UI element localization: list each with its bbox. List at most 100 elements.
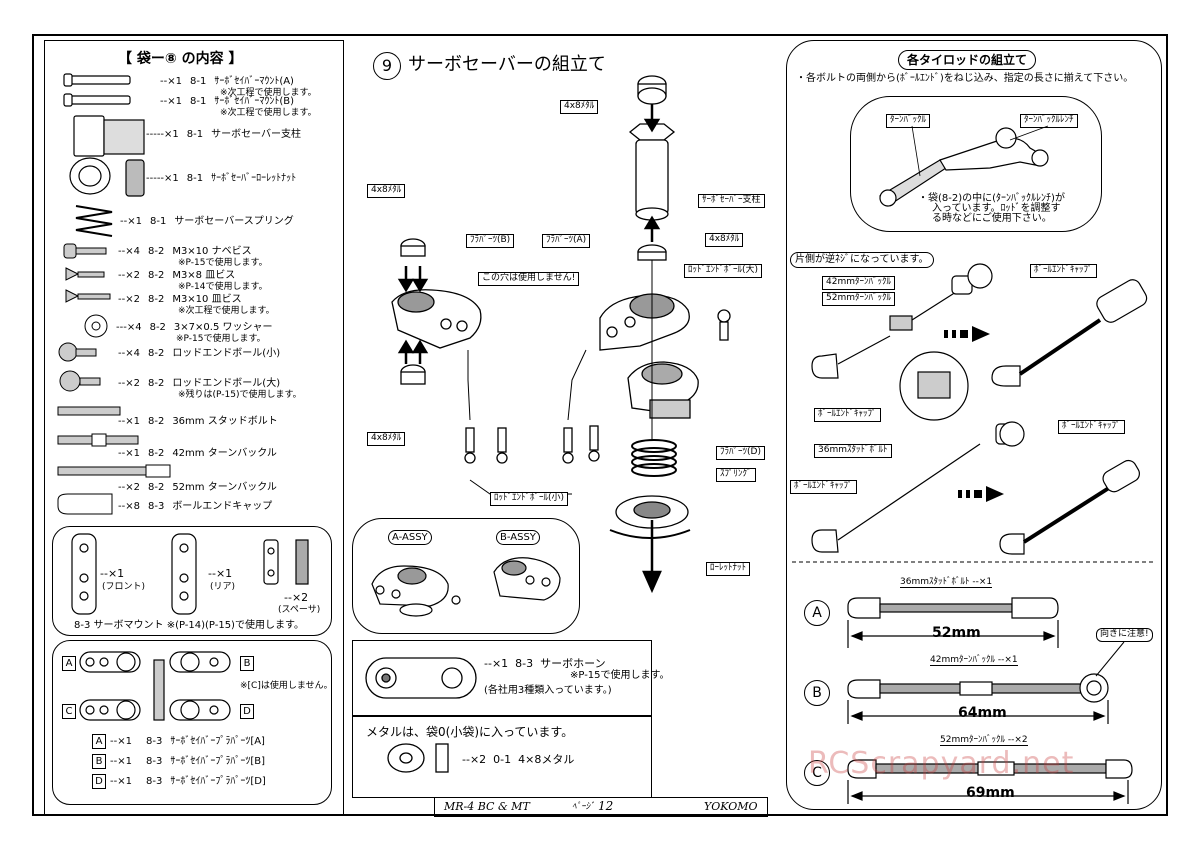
bag-contents-panel <box>44 40 344 815</box>
bag-item-ref: 8-1 <box>189 76 207 87</box>
caution-label: 向きに注意! <box>1096 628 1153 642</box>
rod-key-circle: B <box>804 680 830 706</box>
servo-mount-box <box>52 526 332 636</box>
tree-row-key: A <box>92 734 106 749</box>
metal-line: --×2 0-1 4×8メタル <box>462 753 575 766</box>
bag-item-qty: --×1 <box>120 216 142 227</box>
bag-item-ref: 8-3 <box>147 501 165 512</box>
tree-label-b: B <box>240 656 254 671</box>
tree-label-c: C <box>62 704 76 719</box>
tree-row-name: ｻｰﾎﾞｾｲﾊﾞｰﾌﾟﾗﾊﾟｰﾂ[B] <box>170 756 265 767</box>
footer-page-label: ﾍﾟｰｼﾞ <box>572 802 595 812</box>
bag-item-ref: 8-2 <box>147 294 165 305</box>
bag-item-ref: 8-2 <box>149 322 166 333</box>
bag-item-note: ※P-15で使用します。 <box>176 333 266 344</box>
bag-item-name: M3×10 皿ビス <box>172 294 242 305</box>
wrench-note-line2: 入っています。ﾛｯﾄﾞを調整す <box>932 203 1061 214</box>
wrench-label-turnbuckle: ﾀｰﾝﾊﾞｯｸﾙ <box>886 114 931 128</box>
bag-item-name: M3×8 皿ビス <box>172 270 236 281</box>
servo-mount-front-label: (フロント) <box>102 582 146 592</box>
bag-item-ref: 8-2 <box>147 348 165 359</box>
bag-item-qty: --×2 <box>118 482 140 493</box>
servo-mount-spacer-label: (スペーサ) <box>278 605 321 615</box>
tierod-title: 各タイロッドの組立て <box>898 50 1037 70</box>
wrench-note-line1: ・袋(8-2)の中に(ﾀｰﾝﾊﾞｯｸﾙﾚﾝﾁ)が <box>918 193 1065 204</box>
tree-row-key: B <box>92 754 106 769</box>
rod-length: 69mm <box>966 785 1015 801</box>
wrench-note-line3: る時などにご使用下さい。 <box>932 213 1052 224</box>
servo-horn-box <box>352 640 652 716</box>
bag-item-qty: --×8 <box>118 501 140 512</box>
watermark: RCScrapyard.net <box>808 746 1075 781</box>
bag-item-ref: 8-2 <box>147 416 165 427</box>
assy-a-label: A-ASSY <box>388 530 432 545</box>
label-metal-left-top: 4x8ﾒﾀﾙ <box>367 184 406 198</box>
tree-row-ref: 8-3 <box>145 756 163 767</box>
tree-row-key: D <box>92 774 106 789</box>
rod-part-label: 42mmﾀｰﾝﾊﾞｯｸﾙ --×1 <box>930 655 1018 666</box>
bag-item-qty: ---×4 <box>116 322 142 333</box>
bag-item: ---×4 8-2 3×7×0.5 ワッシャー※P-15で使用します。 <box>116 322 273 344</box>
bag-item-name: ｻｰﾎﾞｾｰﾊﾞｰﾛｰﾚｯﾄﾅｯﾄ <box>211 173 297 184</box>
bag-item-name: 52mm ターンバックル <box>172 482 277 493</box>
bag-item-qty: -----×1 <box>146 129 179 140</box>
bag-item-note: ※次工程で使用します。 <box>220 87 317 98</box>
metal-heading: メタルは、袋0(小袋)に入っています。 <box>366 725 574 739</box>
bag-item-ref: 8-1 <box>149 216 167 227</box>
tree-row: B --×1 8-3 ｻｰﾎﾞｾｲﾊﾞｰﾌﾟﾗﾊﾟｰﾂ[B] <box>92 754 265 769</box>
bag-item-name: ｻｰﾎﾞｾｲﾊﾞｰﾏｳﾝﾄ(B) <box>214 96 294 107</box>
rod-key-circle: A <box>804 600 830 626</box>
label-metal-left-bottom: 4x8ﾒﾀﾙ <box>367 432 406 446</box>
label-flapart-d: ﾌﾗﾊﾟｰﾂ(D) <box>716 446 765 460</box>
label-knurl-nut: ﾛｰﾚｯﾄﾅｯﾄ <box>706 562 751 576</box>
tree-label-a: A <box>62 656 76 671</box>
bag-item-name: 36mm スタッドボルト <box>172 416 278 427</box>
bag-item-name: サーボセーバー支柱 <box>211 129 302 140</box>
label-stud: 36mmｽﾀｯﾄﾞﾎﾞﾙﾄ <box>814 444 892 458</box>
rod-part-label: 52mmﾀｰﾝﾊﾞｯｸﾙ --×2 <box>940 735 1028 746</box>
reverse-note: 片側が逆ﾈｼﾞになっています。 <box>790 252 934 268</box>
bag-item-name: サーボセーバースプリング <box>174 216 294 227</box>
bag-item-qty: --×2 <box>118 378 140 389</box>
bag-item-ref: 8-1 <box>189 96 207 107</box>
bag-item-ref: 8-2 <box>147 448 165 459</box>
footer-page-number: 12 <box>598 799 614 813</box>
bag-item-qty: --×1 <box>160 96 182 107</box>
tree-row-qty: --×1 <box>110 756 132 767</box>
rod-length: 64mm <box>958 705 1007 721</box>
bag-item-name: 3×7×0.5 ワッシャー <box>173 322 273 333</box>
servo-mount-rear-qty: --×1 <box>208 567 233 580</box>
bag-item-qty: -----×1 <box>146 173 179 184</box>
footer-bar <box>434 797 768 817</box>
tree-note: ※[C]は使用しません。 <box>240 681 333 691</box>
label-post: ｻｰﾎﾞｾｰﾊﾞｰ支柱 <box>698 194 765 208</box>
assy-b-label: B-ASSY <box>496 530 540 545</box>
bag-item-note: ※残りは(P-15)で使用します。 <box>178 389 302 400</box>
label-cap-1: ﾎﾞｰﾙｴﾝﾄﾞｷｬｯﾌﾟ <box>1030 264 1097 278</box>
wrench-box <box>850 96 1102 232</box>
horn-note2: (各社用3種類入っています。) <box>484 685 612 696</box>
label-spring: ｽﾌﾟﾘﾝｸﾞ <box>716 468 756 482</box>
tree-row-name: ｻｰﾎﾞｾｲﾊﾞｰﾌﾟﾗﾊﾟｰﾂ[A] <box>170 736 265 747</box>
horn-note1: ※P-15で使用します。 <box>570 670 670 681</box>
tierod-instruction: ・各ボルトの両側から(ﾎﾞｰﾙｴﾝﾄﾞ)をねじ込み、指定の長さに揃えて下さい。 <box>796 73 1134 84</box>
label-rodend-small: ﾛｯﾄﾞｴﾝﾄﾞﾎﾞｰﾙ(小) <box>490 492 569 506</box>
label-42-turnbuckle: 42mmﾀｰﾝﾊﾞｯｸﾙ <box>822 276 895 290</box>
label-flapart-a: ﾌﾗﾊﾟｰﾂ(A) <box>542 234 591 248</box>
bag-item-note: ※P-14で使用します。 <box>178 281 268 292</box>
bag-item-ref: 8-1 <box>186 173 204 184</box>
label-cap-4: ﾎﾞｰﾙｴﾝﾄﾞｷｬｯﾌﾟ <box>790 480 857 494</box>
